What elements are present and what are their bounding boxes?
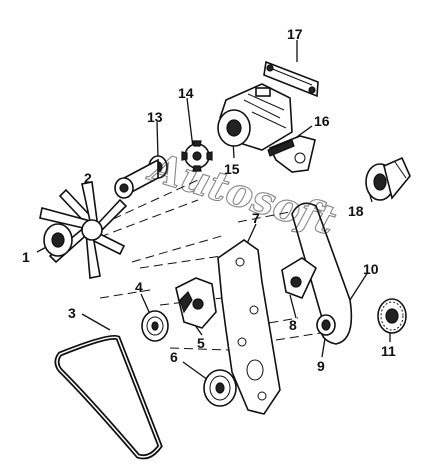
alternator-part [217,83,293,151]
toothed-pulley-part [377,298,407,334]
shaft-pulley-part [114,155,168,199]
callout-7: 7 [252,210,260,226]
callout-1: 1 [22,249,30,265]
fan-part [39,181,128,279]
callout-10: 10 [363,261,379,277]
callout-9: 9 [317,358,325,374]
callout-15: 15 [224,161,240,177]
v-belt-part [54,334,163,460]
tensioner-part [281,257,318,300]
tensioner-rail-part [263,60,319,98]
timing-cover-part [217,239,281,415]
callout-13: 13 [147,109,163,125]
small-pulley-part [316,314,336,336]
callout-16: 16 [314,113,330,129]
callout-5: 5 [197,335,205,351]
callout-17: 17 [287,26,303,42]
pump-pulley-part [141,310,169,342]
callout-11: 11 [381,343,396,359]
callout-labels: 1 2 3 4 5 6 7 8 9 10 11 13 14 15 16 17 1… [22,26,396,374]
callout-14: 14 [178,85,194,101]
water-pump-part [175,277,217,329]
callout-8: 8 [289,317,297,333]
sprocket-part [365,156,411,201]
cog-gear-part [181,140,213,172]
callout-18: 18 [348,203,364,219]
callout-4: 4 [135,279,143,295]
callout-3: 3 [68,305,76,321]
bracket-part [267,135,316,173]
crank-pulley-part [203,369,237,407]
callout-6: 6 [170,349,178,365]
callout-2: 2 [84,170,92,186]
